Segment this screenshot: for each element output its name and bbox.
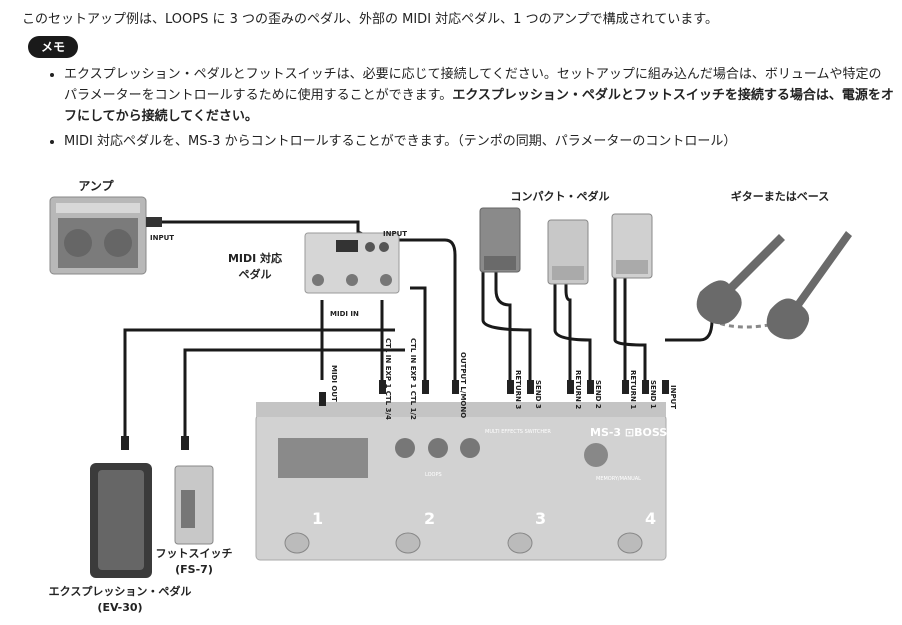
midi-input-label: INPUT [383,230,407,238]
note-bold: エクスプレッション・ペダルとフットスイッチを接続する場合は、電源をオフにしてから… [64,88,894,124]
guitar-icon [696,231,852,340]
fs-label-2: (FS-7) [175,563,213,576]
ms3-subtitle: MULTI EFFECTS SWITCHER [485,429,551,435]
return3-label: RETURN 3 [514,370,522,409]
amp-input-label: INPUT [150,234,174,242]
compact-pedal-3 [611,213,653,279]
loops-label: LOOPS [425,472,442,478]
guitar-label: ギターまたはベース [731,189,829,203]
note-text: MIDI 対応ペダルを、MS-3 からコントロールすることができます。（テンポの… [64,134,737,149]
connection-diagram: アンプ MIDI 対応 ペダル コンパクト・ペダル ギターまたはベース フットス… [49,178,852,614]
note-item: エクスプレッション・ペダルとフットスイッチは、必要に応じて接続してください。セッ… [64,64,894,127]
compact-pedal-1 [479,207,521,273]
send2-label: SEND 2 [594,380,602,409]
fs-number-2: 2 [424,509,435,528]
notes-list: エクスプレッション・ペダルとフットスイッチは、必要に応じて接続してください。セッ… [40,64,894,156]
cables [123,220,714,440]
input-label: INPUT [669,385,677,409]
midi-out-label: MIDI OUT [330,365,338,402]
return2-label: RETURN 2 [574,370,582,409]
port-labels: MIDI OUT CTL IN EXP 1 CTL 3/4 CTL IN EXP… [330,338,677,420]
send3-label: SEND 3 [534,380,542,409]
ev-label-1: エクスプレッション・ペダル [49,584,192,598]
note-item: MIDI 対応ペダルを、MS-3 からコントロールすることができます。（テンポの… [64,131,894,152]
intro-text: このセットアップ例は、LOOPS に 3 つの歪みのペダル、外部の MIDI 対… [22,12,718,27]
fs-label-1: フットスイッチ [156,547,233,560]
amp-plug [146,217,162,227]
fs-numbers: 1 2 3 4 [312,509,656,528]
amp-label: アンプ [78,178,114,193]
bass-cable [711,316,801,329]
send1-label: SEND 1 [649,380,657,409]
midi-pedal-label-1: MIDI 対応 [228,251,282,265]
fs-number-1: 1 [312,509,323,528]
memory-manual: MEMORY/MANUAL [596,476,641,482]
midi-in-label: MIDI IN [330,310,359,318]
compact-label: コンパクト・ペダル [511,189,610,203]
memo-badge: メモ [28,36,78,58]
midi-pedal [304,232,400,294]
ms3-unit [255,402,667,561]
output-label: OUTPUT L/MONO [459,352,467,418]
ev30-pedal [90,463,152,578]
ctl34-label: CTL IN EXP 1 CTL 3/4 [384,338,392,420]
ev-label-2: (EV-30) [97,601,142,614]
return1-label: RETURN 1 [629,370,637,409]
ms3-brand: MS-3 ⊡BOSS [590,426,667,439]
compact-pedal-2 [547,219,589,285]
ms3-footswitches [284,532,643,554]
note-text: エクスプレッション・ペダルとフットスイッチは、必要に応じて接続してください。セッ… [64,67,882,103]
fs-number-3: 3 [535,509,546,528]
fs7-pedal [174,465,214,545]
plugs [121,380,669,450]
midi-pedal-label-2: ペダル [239,267,272,281]
amp [49,196,147,275]
ctl12-label: CTL IN EXP 1 CTL 1/2 [409,338,417,420]
fs-number-4: 4 [645,509,656,528]
